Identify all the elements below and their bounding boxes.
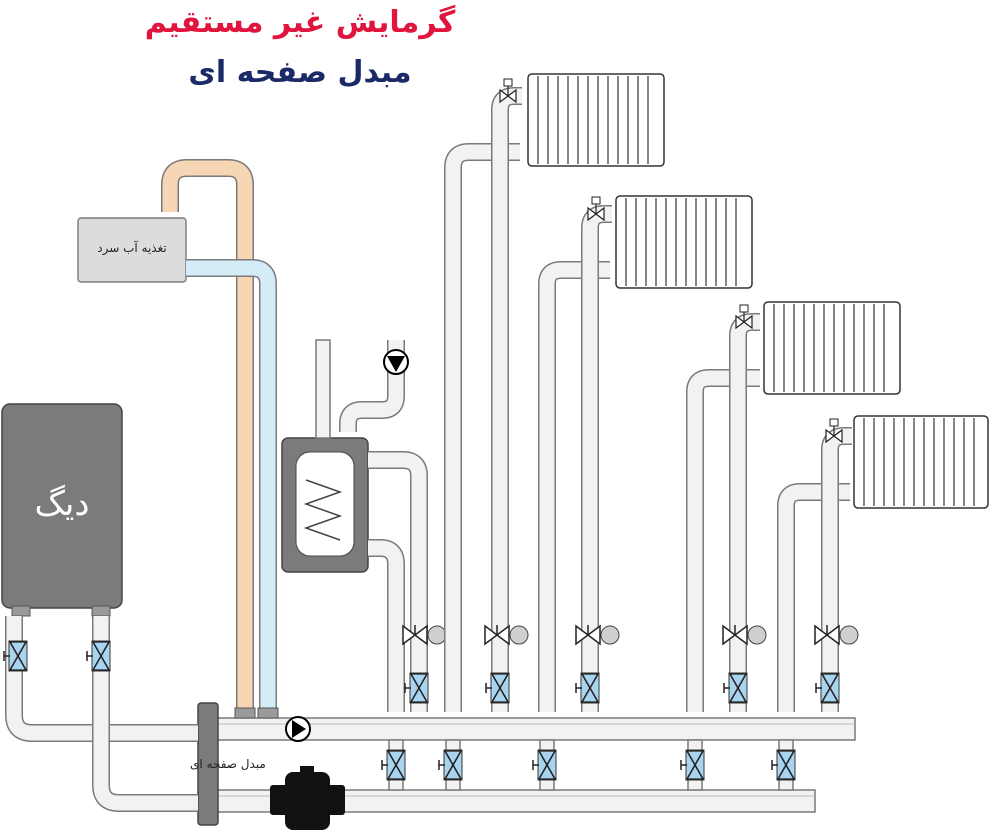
boiler-return-pipe bbox=[92, 616, 198, 812]
return-valve-4 bbox=[680, 749, 705, 781]
coil-balancing-valve bbox=[402, 624, 447, 645]
riser-4-valve bbox=[815, 672, 840, 704]
y-strainer bbox=[270, 766, 345, 830]
riser-1-valve bbox=[485, 672, 510, 704]
return-valve-1 bbox=[381, 749, 406, 781]
coil-valve bbox=[404, 672, 429, 704]
boiler-label: دیگ bbox=[34, 484, 89, 524]
return-valve-2 bbox=[438, 749, 463, 781]
return-valve-3 bbox=[532, 749, 557, 781]
hot-pipe bbox=[161, 159, 254, 712]
cold-water-feed-label: تغذیه آب سرد bbox=[97, 240, 166, 256]
title-sub: مبدل صفحه ای bbox=[188, 55, 411, 90]
radiator-1 bbox=[527, 73, 665, 167]
cold-pipe bbox=[186, 259, 277, 712]
radiator-4 bbox=[853, 415, 989, 509]
boiler-return-valve bbox=[86, 640, 111, 672]
radiator-2 bbox=[615, 195, 753, 289]
return-valve-5 bbox=[771, 749, 796, 781]
cold-water-feed-tank: تغذیه آب سرد bbox=[77, 217, 187, 283]
dhw-pump bbox=[383, 349, 409, 375]
riser-2-valve bbox=[575, 672, 600, 704]
boiler: دیگ bbox=[1, 403, 123, 617]
risers bbox=[444, 87, 852, 712]
coil-pipes bbox=[368, 451, 428, 712]
dhw-pipe bbox=[339, 340, 405, 432]
plate-exchanger-label: مبدل صفحه ای bbox=[190, 757, 266, 771]
supply-pump bbox=[285, 716, 311, 742]
plate-exchanger bbox=[197, 702, 219, 826]
riser-3-valve bbox=[723, 672, 748, 704]
boiler-supply-pipe bbox=[5, 616, 198, 742]
radiator-3 bbox=[763, 301, 901, 395]
title-main: گرمایش غیر مستقیم bbox=[145, 4, 456, 40]
hot-water-storage-tank bbox=[281, 339, 369, 573]
